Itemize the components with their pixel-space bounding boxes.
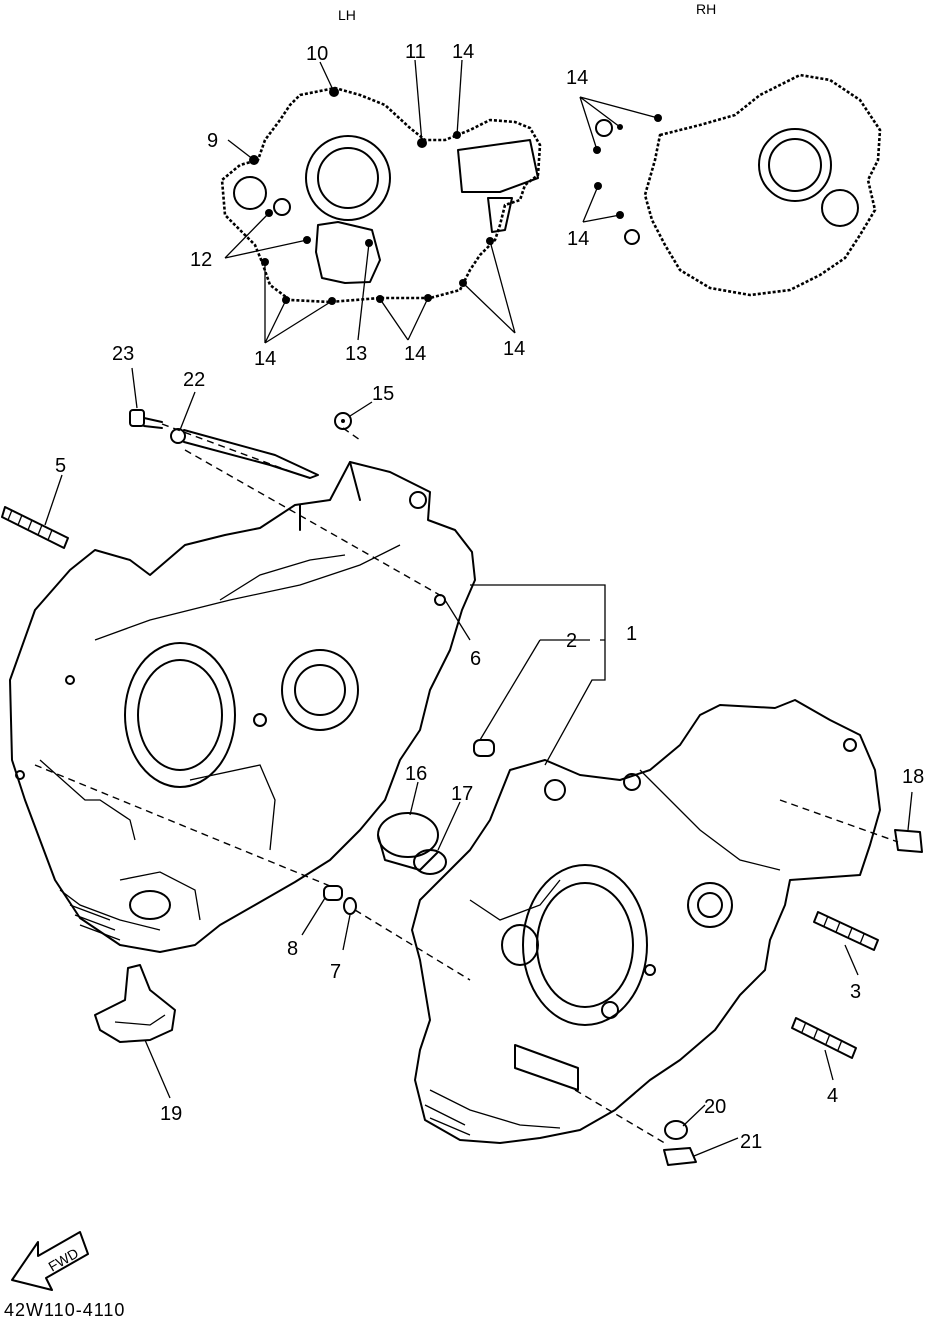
oil-filler-cap-16 <box>377 812 439 871</box>
callout-10: 10 <box>306 43 328 65</box>
washer-20 <box>664 1120 688 1140</box>
alignment-lines <box>34 423 899 1146</box>
breather-cover-19 <box>94 964 176 1043</box>
rh-case-gasket <box>593 73 882 297</box>
callout-14-a: 14 <box>452 41 474 63</box>
callout-9: 9 <box>207 130 218 152</box>
callout-16: 16 <box>405 763 427 785</box>
callout-14-f: 14 <box>567 228 589 250</box>
stud-bolt-3 <box>813 911 879 951</box>
dowel-pin-8 <box>323 885 343 901</box>
stud-bolt-4 <box>791 1017 857 1059</box>
plate-22 <box>170 428 319 479</box>
o-ring-17 <box>413 849 447 875</box>
dowel-pin-2 <box>473 739 495 757</box>
clip-18 <box>894 829 923 853</box>
rh-view-label: RH <box>696 1 716 17</box>
callout-5: 5 <box>55 455 66 477</box>
callout-22: 22 <box>183 369 205 391</box>
callout-17: 17 <box>451 783 473 805</box>
stud-bolt-5 <box>1 506 69 549</box>
plug-15 <box>334 412 352 430</box>
callout-7: 7 <box>330 961 341 983</box>
callout-3: 3 <box>850 981 861 1003</box>
callout-8: 8 <box>287 938 298 960</box>
lh-case-gasket <box>220 86 542 305</box>
bolt-23 <box>129 409 163 429</box>
lh-view-label: LH <box>338 7 356 23</box>
callout-labels: 1 2 3 4 5 6 7 8 9 10 11 12 13 14 14 14 1… <box>55 41 924 1153</box>
callout-15: 15 <box>372 383 394 405</box>
callout-20: 20 <box>704 1096 726 1118</box>
callout-19: 19 <box>160 1103 182 1125</box>
lh-crankcase-half <box>9 461 476 953</box>
callout-2: 2 <box>566 630 577 652</box>
callout-11: 11 <box>405 41 426 63</box>
callout-21: 21 <box>740 1131 762 1153</box>
callout-18: 18 <box>902 766 924 788</box>
callout-14-e: 14 <box>566 67 588 89</box>
fwd-arrow-icon: FWD <box>11 1231 89 1291</box>
leader-lines <box>44 59 913 1157</box>
rh-crankcase-half <box>411 699 881 1144</box>
callout-14-b: 14 <box>254 348 276 370</box>
callout-4: 4 <box>827 1085 838 1107</box>
callout-13: 13 <box>345 343 367 365</box>
callout-6: 6 <box>470 648 481 670</box>
callout-14-c: 14 <box>404 343 426 365</box>
callout-12: 12 <box>190 249 212 271</box>
plate-21 <box>663 1147 697 1166</box>
callout-14-d: 14 <box>503 338 525 360</box>
drawing-code: 42W110-4110 <box>4 1300 125 1320</box>
callout-23: 23 <box>112 343 134 365</box>
callout-1: 1 <box>626 623 637 645</box>
o-ring-7 <box>343 897 357 915</box>
